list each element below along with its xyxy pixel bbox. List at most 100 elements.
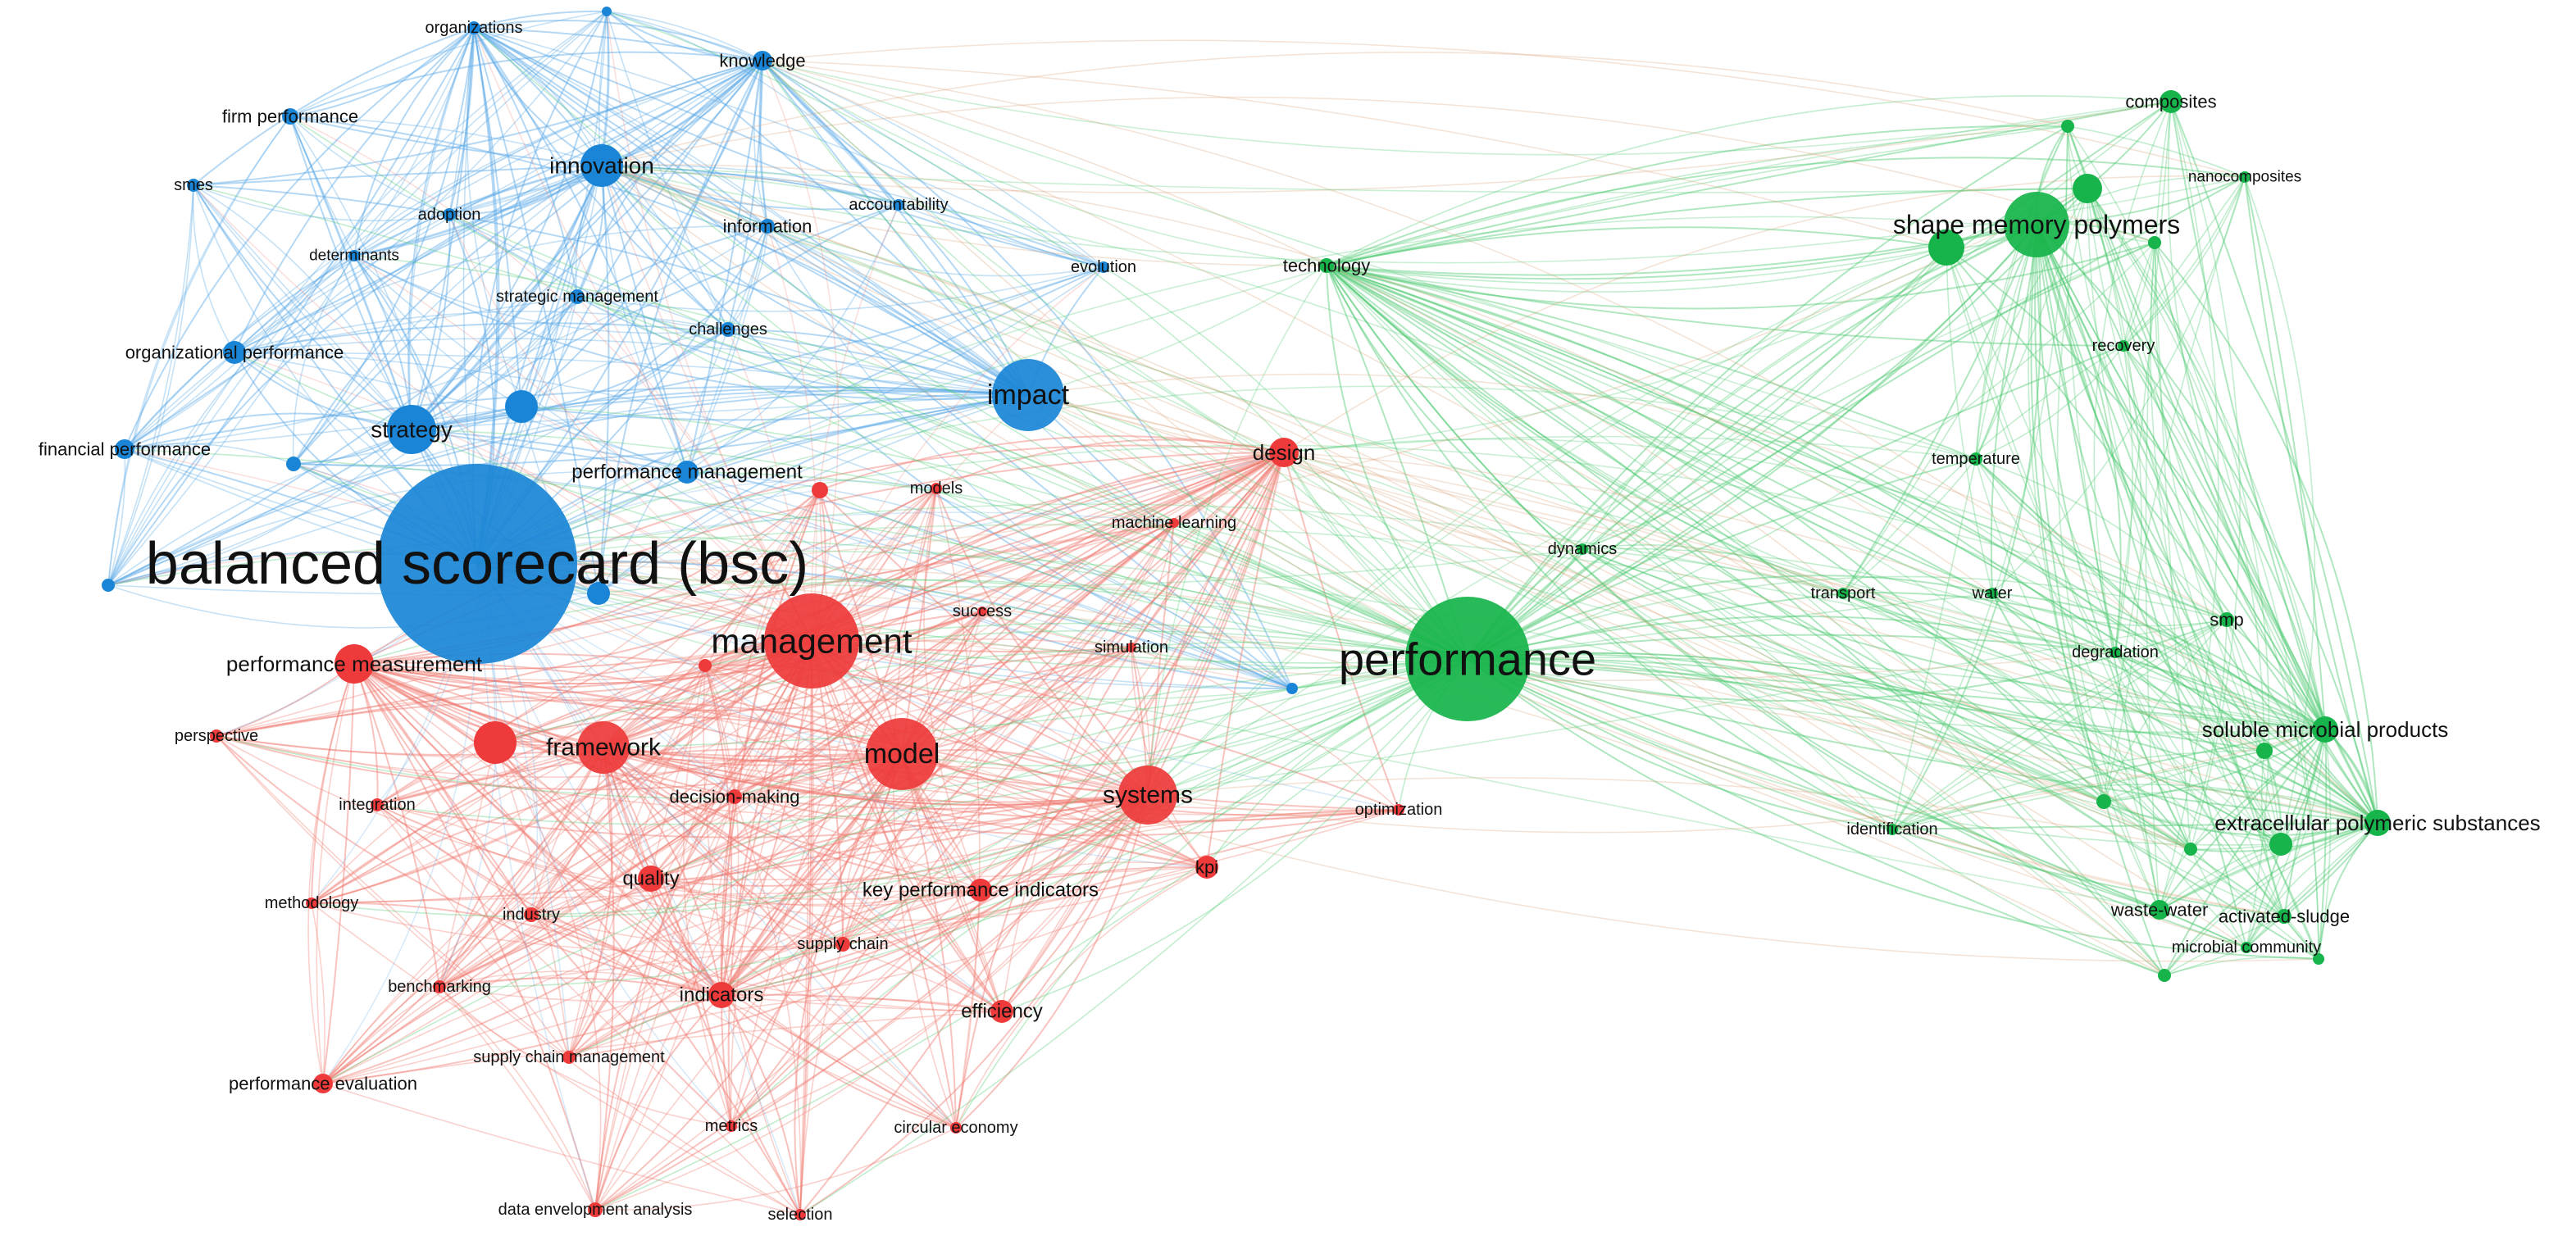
node-optimization[interactable]	[1393, 804, 1404, 816]
network-edge	[107, 536, 1468, 660]
node-machine-learning[interactable]	[1169, 518, 1179, 528]
node-soluble-microbial-products[interactable]	[2312, 716, 2338, 743]
network-edge	[686, 471, 1293, 689]
node-kpi[interactable]	[1195, 856, 1218, 879]
node-efficiency[interactable]	[990, 1000, 1013, 1023]
node-simulation[interactable]	[1126, 643, 1136, 652]
node-strategic-management[interactable]	[570, 289, 585, 304]
node-data-envelopment-analysis[interactable]	[588, 1202, 603, 1217]
node-key-performance-indicators[interactable]	[969, 879, 992, 902]
node-accountability[interactable]	[893, 199, 904, 211]
node-unlabeled[interactable]	[2184, 843, 2197, 856]
network-edge	[353, 611, 983, 685]
network-edge	[2087, 188, 2319, 960]
node-impact[interactable]	[992, 359, 1064, 431]
node-systems[interactable]	[1118, 766, 1177, 825]
node-innovation[interactable]	[580, 144, 623, 187]
node-unlabeled[interactable]	[102, 579, 115, 592]
node-unlabeled[interactable]	[1286, 683, 1298, 694]
node-unlabeled[interactable]	[2061, 120, 2074, 133]
node-indicators[interactable]	[708, 982, 735, 1008]
node-unlabeled[interactable]	[2073, 174, 2102, 203]
node-unlabeled[interactable]	[2313, 953, 2324, 965]
node-degradation[interactable]	[2109, 647, 2121, 658]
node-circular-economy[interactable]	[950, 1122, 962, 1134]
node-unlabeled[interactable]	[2256, 743, 2273, 759]
node-industry[interactable]	[524, 907, 539, 922]
node-determinants[interactable]	[348, 250, 360, 261]
node-management[interactable]	[764, 593, 859, 688]
node-strategy[interactable]	[387, 405, 436, 454]
node-selection[interactable]	[794, 1209, 806, 1220]
node-financial-performance[interactable]	[115, 439, 134, 459]
node-unlabeled[interactable]	[2096, 794, 2111, 809]
node-extracellular-polymeric-substances[interactable]	[2364, 810, 2391, 836]
network-edge	[193, 184, 412, 430]
node-activated-sludge[interactable]	[2277, 909, 2292, 924]
node-design[interactable]	[1269, 438, 1299, 467]
node-organizational-performance[interactable]	[223, 341, 246, 364]
node-technology[interactable]	[1319, 258, 1334, 273]
node-performance-management[interactable]	[676, 461, 699, 484]
network-edge	[439, 794, 1149, 988]
node-knowledge[interactable]	[753, 51, 772, 70]
node-unlabeled[interactable]	[602, 7, 612, 16]
network-edge	[1467, 224, 2037, 660]
node-quality[interactable]	[638, 866, 664, 892]
network-edge	[811, 640, 1003, 1012]
node-firm-performance[interactable]	[282, 108, 298, 125]
node-smes[interactable]	[187, 179, 200, 192]
node-benchmarking[interactable]	[433, 980, 446, 993]
node-metrics[interactable]	[726, 1120, 737, 1132]
node-perspective[interactable]	[210, 729, 223, 743]
node-supply-chain-management[interactable]	[562, 1051, 576, 1064]
node-decision-making[interactable]	[727, 789, 742, 804]
node-transport[interactable]	[1837, 588, 1849, 599]
node-performance-measurement[interactable]	[335, 644, 374, 684]
node-integration[interactable]	[371, 798, 384, 811]
node-models[interactable]	[931, 483, 942, 494]
node-unlabeled[interactable]	[474, 721, 517, 764]
network-edge	[353, 255, 1293, 689]
node-methodology[interactable]	[306, 897, 317, 909]
node-identification[interactable]	[1886, 824, 1898, 835]
node-shape-memory-polymers[interactable]	[2004, 192, 2069, 257]
node-smp[interactable]	[2219, 612, 2234, 627]
node-unlabeled[interactable]	[1928, 229, 1964, 266]
node-unlabeled[interactable]	[2269, 833, 2292, 856]
node-performance-evaluation[interactable]	[313, 1074, 333, 1093]
node-organizations[interactable]	[467, 21, 480, 34]
node-success[interactable]	[977, 607, 987, 616]
network-edge	[601, 165, 2165, 976]
node-unlabeled[interactable]	[587, 582, 610, 605]
node-unlabeled[interactable]	[2158, 969, 2171, 982]
node-information[interactable]	[760, 219, 775, 234]
node-performance[interactable]	[1405, 597, 1530, 721]
node-challenges[interactable]	[721, 322, 735, 337]
node-model[interactable]	[866, 718, 938, 790]
network-edge	[476, 563, 957, 1129]
node-evolution[interactable]	[1098, 261, 1109, 273]
node-unlabeled[interactable]	[699, 659, 712, 672]
node-unlabeled[interactable]	[812, 482, 828, 498]
node-waste-water[interactable]	[2150, 900, 2169, 920]
network-edge	[2283, 729, 2326, 917]
node-nanocomposites[interactable]	[2239, 171, 2251, 183]
node-unlabeled[interactable]	[505, 390, 538, 423]
network-edge	[1103, 266, 1468, 660]
node-adoption[interactable]	[443, 208, 456, 221]
node-unlabeled[interactable]	[286, 457, 301, 471]
node-microbial-community[interactable]	[2241, 942, 2252, 953]
node-water[interactable]	[1987, 588, 1998, 599]
label-challenges: challenges	[689, 320, 767, 339]
node-framework[interactable]	[577, 721, 630, 774]
node-supply-chain[interactable]	[835, 937, 850, 952]
network-edge	[686, 471, 1293, 689]
node-unlabeled[interactable]	[2148, 236, 2161, 249]
node-temperature[interactable]	[1969, 452, 1982, 466]
label-recovery: recovery	[2092, 337, 2155, 355]
node-bsc[interactable]	[377, 464, 577, 664]
node-recovery[interactable]	[2118, 340, 2129, 352]
node-composites[interactable]	[2160, 90, 2182, 113]
node-dynamics[interactable]	[1577, 543, 1588, 555]
